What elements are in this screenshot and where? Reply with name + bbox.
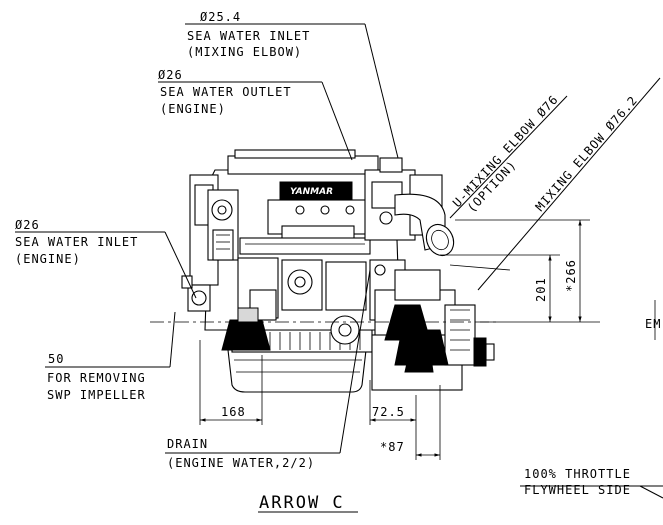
callout-sea-water-inlet-engine: Ø26 SEA WATER INLET (ENGINE) [15, 218, 138, 266]
label-mixing-elbow-paren: (MIXING ELBOW) [187, 45, 302, 59]
view-title: ARROW C [259, 493, 345, 513]
engine-body: YANMAR [150, 149, 500, 393]
dim-diameter-26-inlet: Ø26 [15, 218, 40, 232]
callout-sea-water-outlet: Ø26 SEA WATER OUTLET (ENGINE) [158, 68, 292, 116]
label-drain: DRAIN [167, 437, 208, 451]
label-for-removing: FOR REMOVING [47, 371, 146, 385]
leaders [15, 23, 663, 513]
label-engine-water: (ENGINE WATER,2/2) [167, 456, 315, 470]
label-engine-inlet: (ENGINE) [15, 252, 81, 266]
label-engine-outlet: (ENGINE) [160, 102, 226, 116]
dim-diameter-26-outlet: Ø26 [158, 68, 183, 82]
dim-266-group: *266 [564, 259, 578, 292]
right-engine-mount [394, 329, 449, 366]
dim-diameter-25-4: Ø25.4 [200, 10, 241, 24]
left-engine-mount [221, 307, 271, 351]
callout-throttle: 100% THROTTLE FLYWHEEL SIDE [524, 467, 631, 497]
dim-201-group: 201 [534, 277, 548, 302]
label-sea-water-outlet: SEA WATER OUTLET [160, 85, 292, 99]
dim-50: 50 [48, 352, 64, 366]
label-sea-water-inlet: SEA WATER INLET [187, 29, 310, 43]
mixing-elbow [394, 193, 455, 257]
dim-201: 201 [534, 277, 548, 302]
label-throttle: 100% THROTTLE [524, 467, 631, 481]
sea-water-pump [181, 275, 211, 312]
label-flywheel-side: FLYWHEEL SIDE [524, 483, 631, 497]
callout-drain: DRAIN (ENGINE WATER,2/2) [167, 437, 315, 470]
label-sea-water-inlet-engine: SEA WATER INLET [15, 235, 138, 249]
dim-266: *266 [564, 259, 578, 292]
callout-swp-impeller: 50 FOR REMOVING SWP IMPELLER [47, 352, 146, 402]
dim-72-5: 72.5 [372, 405, 405, 419]
label-swp-impeller: SWP IMPELLER [47, 388, 146, 402]
dim-87: *87 [380, 440, 405, 454]
dim-168: 168 [221, 405, 246, 419]
brand-logo: YANMAR [290, 187, 333, 197]
label-edge-em: EM [645, 317, 661, 331]
callout-sea-water-inlet-mixing-elbow: Ø25.4 SEA WATER INLET (MIXING ELBOW) [187, 10, 310, 59]
